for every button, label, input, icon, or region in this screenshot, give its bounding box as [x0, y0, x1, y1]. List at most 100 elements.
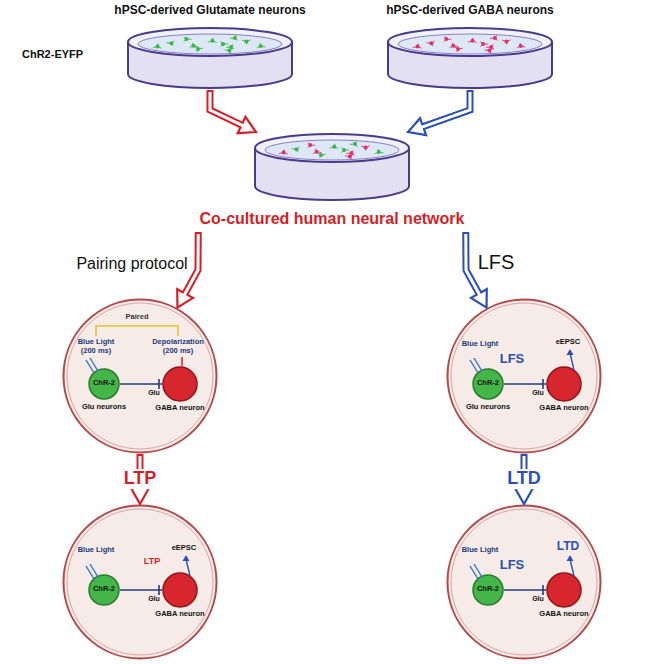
neuron-body: [547, 573, 581, 607]
hollow-arrow: [423, 90, 470, 127]
soma: [308, 143, 312, 147]
panel-circle: [64, 506, 217, 659]
cell: [490, 35, 498, 40]
neuron-body: [89, 369, 119, 399]
soma: [487, 49, 491, 53]
neuron-body: [163, 573, 197, 607]
protocol-panel: PairedBlue Light (200 ms)Depolarization …: [62, 298, 218, 454]
cell: [413, 43, 422, 48]
node-text: ChR-2: [472, 585, 504, 594]
node-text: LTD: [548, 540, 588, 554]
figure-label: ChR2-EYFP: [22, 48, 83, 61]
cell: [361, 145, 370, 150]
panel-circle: [448, 506, 601, 659]
soma: [504, 39, 508, 43]
node-text: ChR-2: [88, 379, 120, 388]
cell: [345, 154, 353, 159]
cell: [484, 48, 492, 53]
gaba-neuron: GABA neuron: [162, 572, 198, 608]
panel-inner-ring: [451, 509, 597, 655]
electrode: [181, 357, 183, 366]
soma: [282, 150, 286, 154]
gaba-neuron: GABA neuron: [546, 572, 582, 608]
cell: [166, 41, 174, 46]
cell: [308, 142, 316, 147]
node-text: Paired: [112, 313, 162, 322]
soma: [332, 145, 336, 149]
cell: [190, 43, 198, 48]
soma: [493, 36, 497, 40]
node-text: ChR-2: [88, 585, 120, 594]
cell: [313, 149, 321, 154]
hollow-arrow: [210, 90, 242, 125]
cell: [486, 44, 494, 49]
result-panel: Blue LightLTPeEPSCChR-2GABA neuron: [62, 504, 218, 660]
node-text: hPSC-derived GABA neurons: [340, 4, 600, 18]
cell: [444, 36, 452, 41]
dish-medium: [398, 34, 542, 54]
cell: [195, 47, 203, 52]
node-text: ChR-2: [472, 379, 504, 388]
shape-outline: [125, 26, 295, 90]
panel-circle: [448, 300, 601, 453]
cell: [317, 153, 325, 158]
coculture-dish: Co-cultured human neural network: [180, 132, 484, 232]
node-text: eEPSC: [548, 338, 588, 347]
cell: [502, 39, 511, 44]
node-text: GABA neuron: [529, 404, 599, 413]
edge-label: LTP: [122, 469, 159, 489]
soma: [364, 145, 368, 149]
cell: [230, 35, 238, 40]
soma: [233, 36, 237, 40]
cell: [279, 149, 288, 154]
node-text: GABA neuron: [529, 610, 599, 619]
soma: [210, 39, 214, 43]
edge-label: Glu: [146, 389, 162, 397]
neuron-body: [89, 575, 119, 605]
soma: [348, 155, 352, 159]
cell: [153, 43, 162, 48]
cell: [455, 47, 463, 52]
neuron-body: [473, 575, 503, 605]
edge-label: Pairing protocol: [74, 255, 189, 273]
node-text: Blue Light (200 ms): [71, 338, 121, 355]
node-text: LFS: [492, 558, 532, 573]
edge-label: Glu: [530, 595, 546, 603]
gaba-neuron: GABA neuron: [162, 366, 198, 402]
cell: [257, 43, 266, 48]
synapse-line: [120, 383, 162, 385]
soma: [244, 39, 248, 43]
soma: [294, 147, 298, 151]
culture-dish: hPSC-derived Glutamate neurons: [125, 26, 295, 90]
soma: [259, 44, 263, 48]
node-text: LFS: [492, 352, 532, 367]
dish-rim: [255, 134, 409, 162]
shape-outline: [446, 298, 602, 454]
culture-dish: hPSC-derived GABA neurons: [385, 26, 555, 90]
node-text: Blue Light: [71, 546, 121, 555]
soma: [184, 37, 188, 41]
cell: [375, 149, 384, 154]
soma: [342, 148, 346, 152]
arrow-core: [210, 92, 243, 126]
soma: [319, 153, 323, 157]
result-panel: Blue LightLFSLTDChR-2GABA neuron: [446, 504, 602, 660]
synapse-line: [504, 589, 546, 591]
shape-outline: [446, 504, 602, 660]
edge-label: LTD: [505, 469, 543, 489]
synapse-line: [504, 383, 546, 385]
node-text: GABA neuron: [145, 404, 215, 413]
protocol-panel: Blue LightLFSeEPSCChR-2Glu neuronsGABA n…: [446, 298, 602, 454]
soma: [416, 44, 420, 48]
cell: [226, 44, 234, 49]
shape-outline: [62, 298, 218, 454]
node-text: Blue Light: [455, 546, 505, 555]
node-text: Glu neurons: [69, 403, 139, 412]
cell: [517, 43, 526, 48]
node-text: GABA neuron: [145, 610, 215, 619]
edge-label: Glu: [146, 595, 162, 603]
soma: [429, 41, 433, 45]
